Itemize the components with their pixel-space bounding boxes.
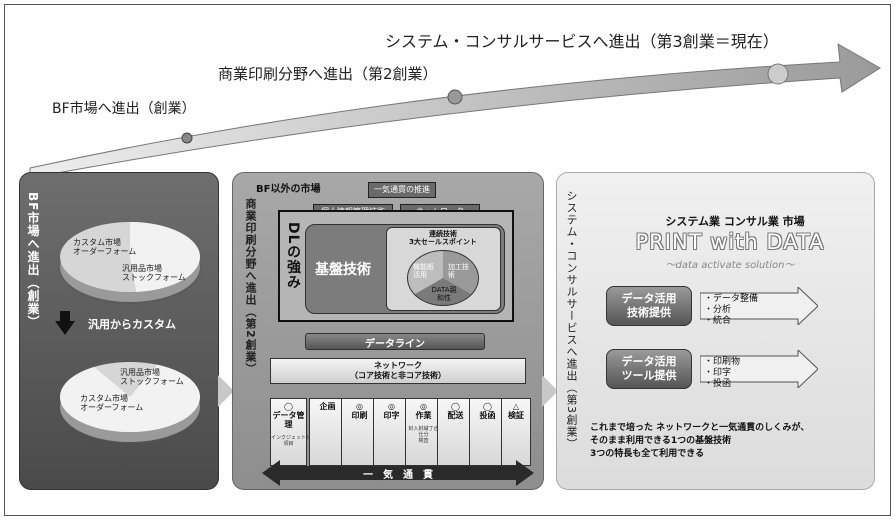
func-planning: 企画 [309, 398, 346, 466]
dl-strength-label: DLの強み [285, 222, 301, 290]
market-label: システム業 コンサル業 市場 [665, 215, 805, 228]
down-arrow-icon [55, 321, 75, 335]
pie-bottom-custom-label: カスタム市場 オーダーフォーム [80, 394, 144, 412]
down-arrow-stem [60, 311, 70, 321]
service1-box: データ活用 技術提供 [606, 286, 692, 326]
transition-label: 汎用からカスタム [88, 318, 176, 331]
service2-box: データ活用 ツール提供 [606, 349, 692, 389]
arrow-to-panel3 [542, 375, 558, 407]
stage1-label: BF市場へ進出（創業） [52, 101, 196, 117]
core-points-circle [407, 250, 479, 306]
func-delivery: ◯配送 [437, 398, 474, 466]
growth-arrow [29, 43, 881, 179]
panel2-title: BF以外の市場 [256, 184, 321, 195]
stage3-dot [767, 63, 789, 85]
func-data-management: ◯データ管理インクジェット分析検索 項目 [270, 398, 326, 466]
network-label: ネットワーク （コア技術と非コア技術） [350, 361, 446, 380]
print-with-data: PRINT with DATA [635, 230, 825, 254]
tagline: 〜data activate solution〜 [665, 260, 795, 271]
stage2-label: 商業印刷分野へ進出（第2創業） [218, 65, 438, 83]
core-tech-label: 基盤技術 [315, 262, 371, 278]
panel2-vertical: 商業印刷分野へ進出（第2創業） [244, 198, 257, 375]
pie-bottom [60, 362, 200, 432]
panel1-title: BF市場へ進出（創業） [26, 192, 40, 329]
summary-text: これまで培った ネットワークと一気通貫のしくみが、 そのまま利用できる1つの基盤… [590, 423, 810, 459]
bottom-double-arrow [262, 460, 534, 486]
core-points-title: 連続技術 3大セールスポイント [409, 230, 477, 246]
stage1-dot [181, 132, 193, 144]
pie-bottom-general-label: 汎用品市場 ストックフォーム [120, 368, 184, 386]
bottom-bar-label: 一 気 通 貫 [363, 470, 433, 481]
tag-ikki: 一気通貫の推進 [368, 182, 436, 198]
pie-top-custom-label: カスタム市場 オーダーフォーム [73, 238, 137, 256]
service1-item-2: ・分析 [704, 305, 732, 315]
service2-arrow [700, 350, 818, 388]
func-posting: ◯投函 [469, 398, 506, 466]
service2-item-3: ・投函 [704, 379, 732, 389]
stage3-label: システム・コンサルサービスへ進出（第3創業＝現在） [385, 32, 779, 51]
dataline-bar [305, 333, 485, 350]
core-point-1: 機能紙活用 [413, 263, 434, 279]
service1-arrow [700, 287, 818, 325]
stage2-dot [447, 89, 463, 105]
arrow-to-panel2 [218, 375, 234, 407]
pie-top-general-label: 汎用品市場 ストックフォーム [122, 264, 186, 282]
func-work: ◎作業封入封緘丁合 仕分 検査 [405, 398, 442, 466]
panel-system-consult [556, 172, 875, 490]
core-point-2: 加工技術 [448, 263, 469, 279]
service1-item-1: ・データ整備 [704, 294, 759, 304]
dataline-label: データライン [365, 339, 425, 350]
func-verification: △検証 [501, 398, 531, 466]
service2-item-1: ・印刷物 [704, 357, 741, 367]
network-bar [270, 358, 526, 384]
panel3-vertical: システム・コンサルサービスへ進出（第3創業） [565, 190, 578, 450]
service1-item-3: ・統合 [704, 316, 732, 326]
pie-top [60, 222, 200, 292]
func-imprinting: ◎印字 [373, 398, 410, 466]
core-point-3: DATA親和性 [431, 286, 457, 302]
service2-item-2: ・印字 [704, 368, 732, 378]
